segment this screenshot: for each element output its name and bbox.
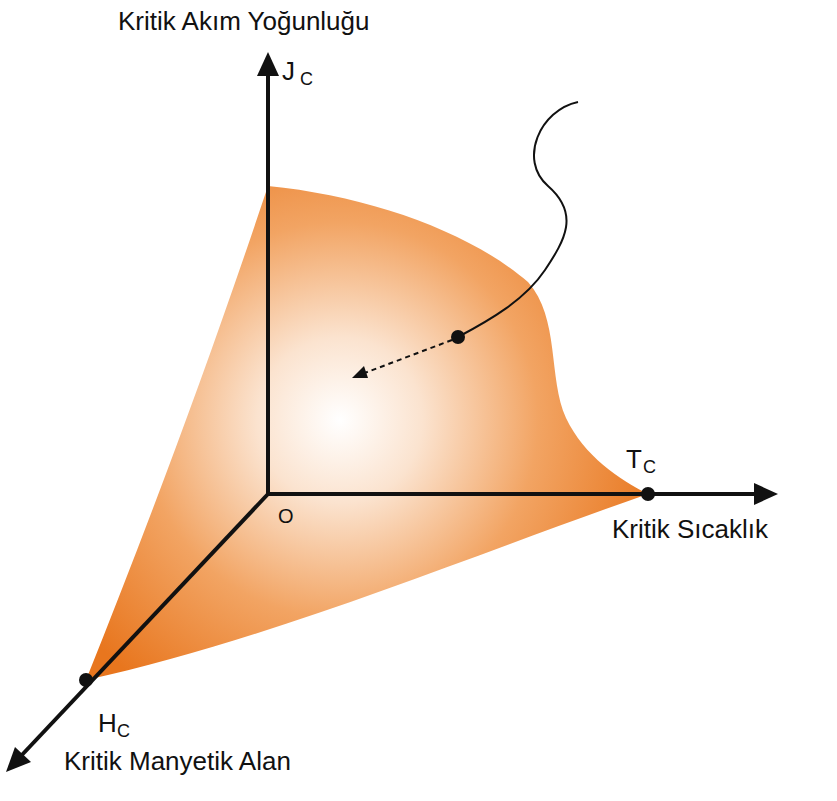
arrowhead xyxy=(6,747,31,772)
axis-title: Kritik Sıcaklık xyxy=(612,516,768,542)
arrowhead xyxy=(352,366,368,378)
axis-subscript: C xyxy=(117,722,130,740)
axis-symbol: T xyxy=(626,446,642,472)
jc-axis xyxy=(266,70,270,494)
critical-surface xyxy=(86,186,648,680)
hc-axis xyxy=(20,494,268,757)
axis-title: Kritik Manyetik Alan xyxy=(64,748,291,774)
hc-dot xyxy=(79,673,93,687)
axis-symbol: H xyxy=(98,710,117,736)
state-path xyxy=(458,102,578,337)
origin-label: O xyxy=(278,506,294,526)
axis-title: Kritik Akım Yoğunluğu xyxy=(118,8,370,34)
tc-axis xyxy=(268,492,760,496)
arrowhead xyxy=(257,52,279,76)
tc-dot xyxy=(641,487,655,501)
arrowhead xyxy=(754,483,778,505)
dashed-arrow xyxy=(362,340,452,374)
axis-subscript: C xyxy=(300,70,313,88)
axis-symbol: J xyxy=(282,58,295,84)
state-dot xyxy=(451,330,465,344)
axis-subscript: C xyxy=(643,458,656,476)
